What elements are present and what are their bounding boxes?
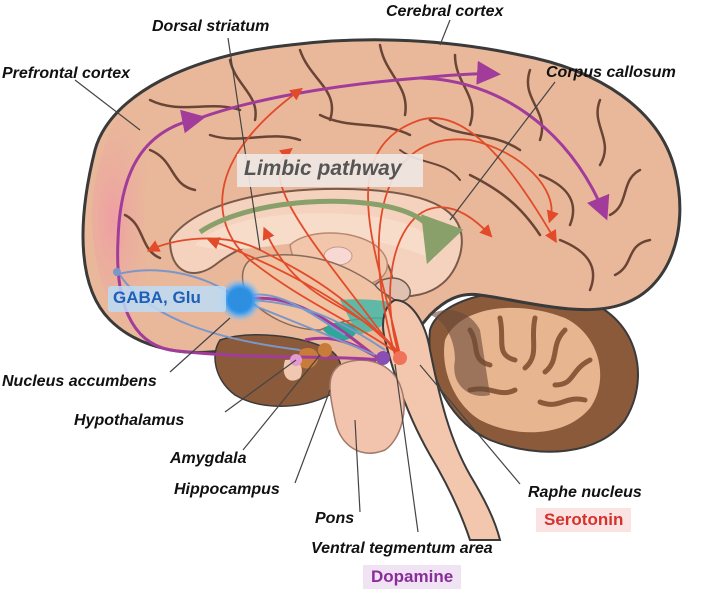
label-hypothalamus: Hypothalamus: [74, 412, 185, 429]
cerebellum: [428, 290, 639, 453]
label-cerebral-cortex: Cerebral cortex: [386, 3, 504, 20]
label-prefrontal-cortex: Prefrontal cortex: [2, 65, 131, 82]
leader-lines: [74, 19, 556, 533]
raphe-node: [393, 351, 407, 365]
label-dorsal-striatum: Dorsal striatum: [152, 18, 270, 35]
vta-node: [376, 351, 390, 365]
limbic-pathway-label-bg: [237, 154, 423, 187]
brainstem-shape: [329, 298, 502, 541]
label-limbic-pathway: Limbic pathway: [244, 157, 402, 180]
amygdala-node: [318, 343, 332, 357]
prefrontal-node: [113, 268, 121, 276]
limbic-pathway-arrow: [198, 198, 464, 265]
label-nucleus-accumbens: Nucleus accumbens: [2, 373, 157, 390]
label-hippocampus: Hippocampus: [174, 481, 280, 498]
label-gaba-glu: GABA, Glu: [113, 288, 201, 307]
gaba-glu-node: [228, 288, 252, 312]
gaba-label-bg: [108, 286, 226, 312]
label-corpus-callosum: Corpus callosum: [546, 64, 676, 81]
label-amygdala: Amygdala: [170, 450, 247, 467]
dopamine-tag: Dopamine: [363, 565, 462, 589]
label-raphe-nucleus: Raphe nucleus: [528, 484, 642, 501]
serotonin-tag: Serotonin: [536, 508, 632, 532]
label-pons: Pons: [315, 510, 355, 527]
label-ventral-tegmentum-area: Ventral tegmentum area: [311, 540, 493, 557]
